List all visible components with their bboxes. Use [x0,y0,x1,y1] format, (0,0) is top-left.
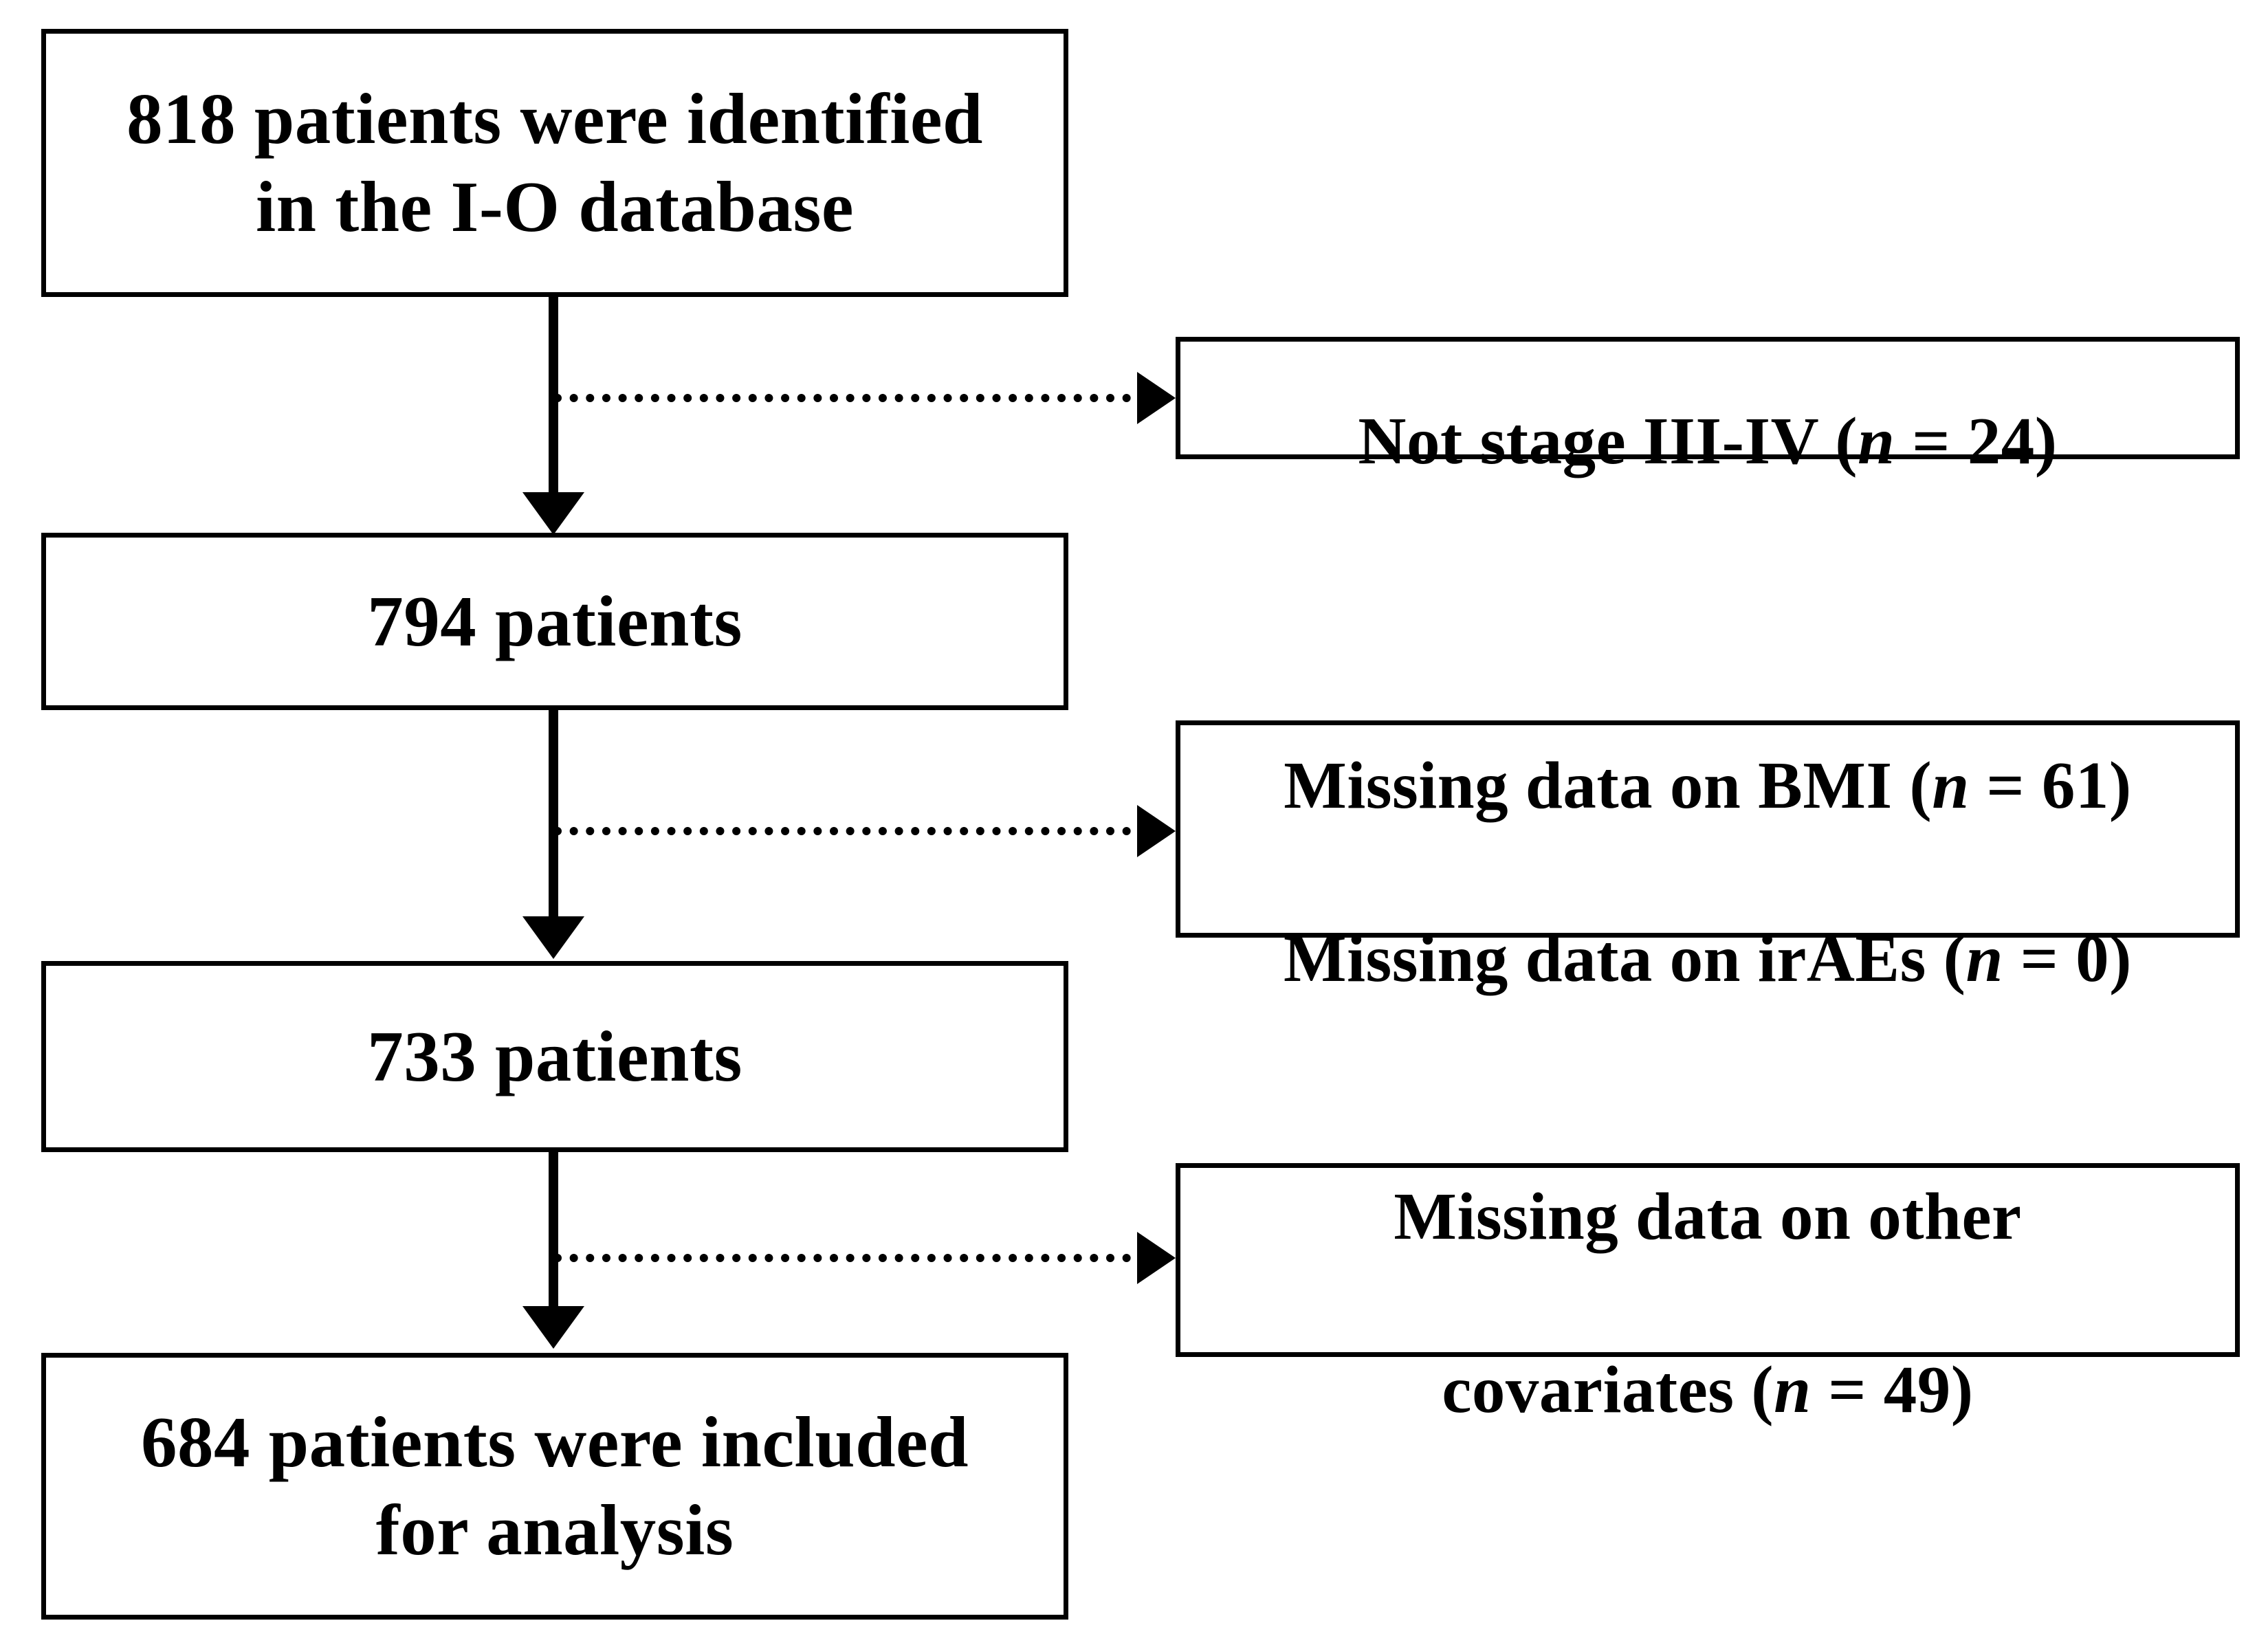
arrowhead-right-icon [1137,1232,1176,1284]
italic-n: n [1774,1353,1812,1427]
arrow-733-to-included [549,1152,558,1310]
exclusion-line: Missing data on other [1394,1179,2022,1253]
arrowhead-right-icon [1137,805,1176,857]
exclusion-line: covariates (n = 49) [1442,1353,1974,1427]
exclusion-label-not-stage-iii-iv: Not stage III-IV (n = 24) [1358,311,2057,485]
arrowhead-right-icon [1137,372,1176,424]
arrowhead-down-icon [522,916,584,959]
node-label-included-for-analysis: 684 patients were included for analysis [141,1401,969,1570]
exclusion-box-missing-other-covariates: Missing data on other covariates (n = 49… [1176,1163,2240,1426]
exclusion-line: Missing data on irAEs (n = 0) [1284,922,2132,996]
italic-n: n [1858,404,1895,478]
node-box-794-patients: 794 patients [41,533,1068,710]
exclusion-line: Missing data on BMI (n = 61) [1284,748,2132,822]
node-box-733-patients: 733 patients [41,961,1068,1152]
dotted-arrow-to-missing-other-covariates [553,1254,1131,1262]
arrowhead-down-icon [522,1306,584,1349]
exclusion-label-missing-other-covariates: Missing data on other covariates (n = 49… [1394,1087,2021,1433]
node-label-733-patients: 733 patients [367,1015,742,1096]
dotted-arrow-to-not-stage-iii-iv [553,394,1131,402]
italic-n: n [1966,922,2003,996]
exclusion-box-missing-bmi-irae: Missing data on BMI (n = 61) Missing dat… [1176,720,2240,995]
exclusion-box-not-stage-iii-iv: Not stage III-IV (n = 24) [1176,337,2240,478]
dotted-arrow-to-missing-bmi-irae [553,827,1131,835]
node-box-included-for-analysis: 684 patients were included for analysis [41,1353,1068,1620]
arrowhead-down-icon [522,492,584,535]
node-box-identified: 818 patients were identified in the I-O … [41,29,1068,297]
node-label-794-patients: 794 patients [367,580,742,661]
node-label-identified: 818 patients were identified in the I-O … [126,78,983,247]
arrow-794-to-733 [549,710,558,920]
italic-n: n [1932,748,1970,822]
exclusion-label-missing-bmi-irae: Missing data on BMI (n = 61) Missing dat… [1284,656,2132,1002]
exclusion-line: Not stage III-IV (n = 24) [1358,404,2058,478]
